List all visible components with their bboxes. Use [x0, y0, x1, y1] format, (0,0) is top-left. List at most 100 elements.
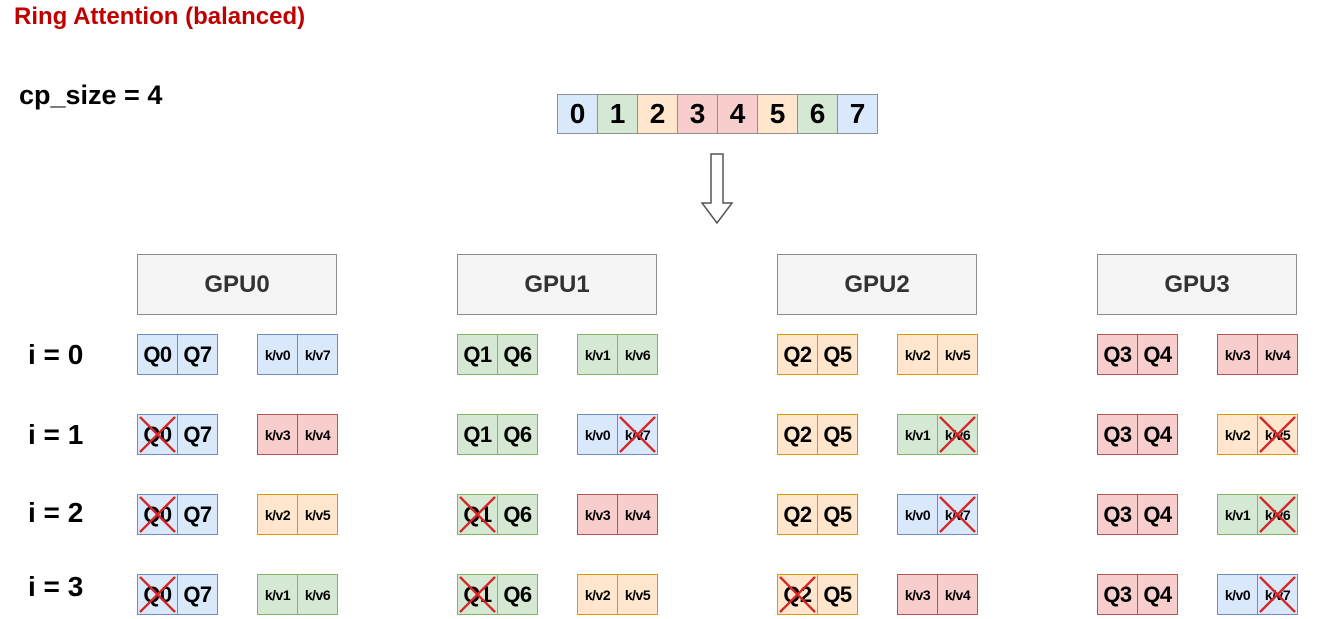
chunk-label: Q0: [143, 341, 172, 367]
kv-chunk: k/v2: [897, 334, 938, 375]
chunk-label: k/v3: [1224, 346, 1251, 363]
kv-chunk: k/v6: [297, 574, 338, 615]
chunk-label: k/v4: [944, 586, 971, 603]
gpu-header-0: GPU0: [137, 254, 337, 315]
kv-chunk-masked: k/v6: [1257, 494, 1298, 535]
kv-chunk: k/v2: [257, 494, 298, 535]
query-chunk: Q5: [817, 334, 858, 375]
chunk-label: Q0: [143, 501, 172, 527]
query-chunk: Q3: [1097, 494, 1138, 535]
chunk-label: Q1: [463, 581, 492, 607]
chunk-label: Q4: [1143, 421, 1172, 447]
query-chunk: Q5: [817, 574, 858, 615]
kv-chunk: k/v5: [617, 574, 658, 615]
query-chunk: Q4: [1137, 334, 1178, 375]
step-label: i = 1: [28, 419, 84, 450]
query-chunk: Q1: [457, 414, 498, 455]
chunk-label: k/v6: [304, 586, 331, 603]
kv-chunk: k/v4: [1257, 334, 1298, 375]
chunk-label: Q1: [463, 421, 492, 447]
sequence-token-4: 4: [717, 94, 758, 134]
kv-chunk: k/v2: [577, 574, 618, 615]
kv-chunk: k/v0: [897, 494, 938, 535]
chunk-label: k/v4: [304, 426, 331, 443]
query-chunk: Q7: [177, 494, 218, 535]
chunk-label: Q3: [1103, 421, 1132, 447]
query-chunks-gpu3-step1: Q3 Q4: [1097, 414, 1178, 455]
chunk-label: k/v2: [264, 506, 291, 523]
query-chunk: Q2: [777, 334, 818, 375]
query-chunk-masked: Q1: [457, 494, 498, 535]
gpu-header-2: GPU2: [777, 254, 977, 315]
chunk-label: Q6: [503, 581, 532, 607]
chunk-label: Q7: [183, 341, 212, 367]
kv-chunk: k/v3: [257, 414, 298, 455]
chunk-label: Q1: [463, 501, 492, 527]
chunk-label: Q1: [463, 341, 492, 367]
query-chunk: Q6: [497, 334, 538, 375]
query-chunk-masked: Q2: [777, 574, 818, 615]
kv-chunk: k/v1: [1217, 494, 1258, 535]
sequence-token-2: 2: [637, 94, 678, 134]
query-chunks-gpu0-step0: Q0 Q7: [137, 334, 218, 375]
chunk-label: Q7: [183, 581, 212, 607]
query-chunk-masked: Q0: [137, 414, 178, 455]
step-label: i = 0: [28, 339, 84, 370]
query-chunk: Q6: [497, 414, 538, 455]
chunk-label: k/v1: [264, 586, 291, 603]
kv-chunk: k/v4: [937, 574, 978, 615]
chunk-label: k/v6: [624, 346, 651, 363]
kv-chunks-gpu1-step2: k/v3 k/v4: [577, 494, 658, 535]
query-chunk-masked: Q1: [457, 574, 498, 615]
kv-chunk: k/v7: [297, 334, 338, 375]
query-chunk: Q4: [1137, 494, 1178, 535]
kv-chunk-masked: k/v7: [937, 494, 978, 535]
gpu-header-3: GPU3: [1097, 254, 1297, 315]
kv-chunk-masked: k/v7: [1257, 574, 1298, 615]
kv-chunk: k/v4: [617, 494, 658, 535]
chunk-label: Q2: [783, 501, 812, 527]
cp-size-label: cp_size = 4: [19, 80, 163, 110]
query-chunk-masked: Q0: [137, 494, 178, 535]
sequence-token-5: 5: [757, 94, 798, 134]
kv-chunk: k/v3: [1217, 334, 1258, 375]
chunk-label: k/v7: [944, 506, 971, 523]
chunk-label: Q5: [823, 501, 852, 527]
kv-chunk: k/v2: [1217, 414, 1258, 455]
query-chunk: Q0: [137, 334, 178, 375]
kv-chunk: k/v0: [1217, 574, 1258, 615]
kv-chunk: k/v1: [257, 574, 298, 615]
chunk-label: Q5: [823, 341, 852, 367]
query-chunks-gpu1-step1: Q1 Q6: [457, 414, 538, 455]
chunk-label: k/v7: [624, 426, 651, 443]
chunk-label: Q5: [823, 581, 852, 607]
kv-chunk-masked: k/v7: [617, 414, 658, 455]
kv-chunks-gpu3-step1: k/v2 k/v5: [1217, 414, 1298, 455]
chunk-label: Q3: [1103, 501, 1132, 527]
kv-chunks-gpu0-step1: k/v3 k/v4: [257, 414, 338, 455]
down-arrow-icon: [700, 153, 734, 225]
chunk-label: k/v1: [584, 346, 611, 363]
chunk-label: k/v2: [1224, 426, 1251, 443]
kv-chunk-masked: k/v5: [1257, 414, 1298, 455]
chunk-label: Q6: [503, 421, 532, 447]
chunk-label: Q0: [143, 421, 172, 447]
chunk-label: k/v3: [264, 426, 291, 443]
chunk-label: k/v3: [584, 506, 611, 523]
